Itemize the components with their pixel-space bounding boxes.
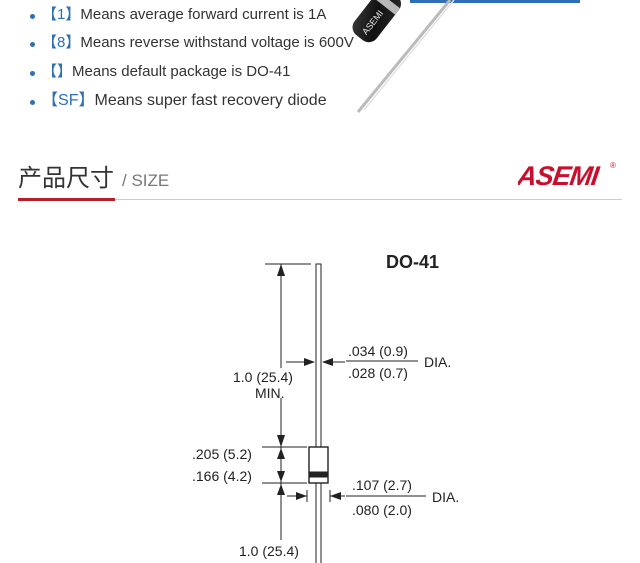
legend-bracket-close: 】 bbox=[57, 63, 73, 80]
legend-code: 8 bbox=[57, 34, 66, 51]
legend-code: SF bbox=[58, 92, 79, 109]
legend-item-voltage: 【8】Means reverse withstand voltage is 60… bbox=[30, 28, 354, 58]
legend-item-current: 【1】Means average forward current is 1A bbox=[30, 2, 354, 28]
body-dia-max: .107 (2.7) bbox=[352, 477, 412, 493]
section-subtitle: / SIZE bbox=[122, 171, 170, 190]
top-lead-length-note: MIN. bbox=[255, 385, 285, 401]
lead-top-outline bbox=[315, 263, 322, 448]
legend-item-type: 【SF】Means super fast recovery diode bbox=[30, 86, 354, 116]
bottom-lead-length: 1.0 (25.4) bbox=[239, 543, 299, 559]
photo-lead-highlight bbox=[363, 0, 455, 111]
diode-photo: ASEMI 1 8 bbox=[330, 0, 590, 115]
top-lead-length: 1.0 (25.4) bbox=[233, 369, 293, 385]
arrow-head-lead-dia-left bbox=[304, 358, 315, 366]
body-dia-min: .080 (2.0) bbox=[352, 502, 412, 518]
do41-drawing: DO-41 .034 (0.9) .028 (0.7) DIA. 1.0 (25… bbox=[192, 252, 459, 563]
legend-bracket-open: 【 bbox=[42, 6, 58, 23]
registered-mark: ® bbox=[610, 161, 616, 170]
package-title: DO-41 bbox=[386, 252, 439, 272]
lead-dia-unit: DIA. bbox=[424, 354, 451, 370]
body-length-max: .205 (5.2) bbox=[192, 446, 252, 462]
arrow-head-bottom-lead-up bbox=[277, 484, 285, 495]
diode-body-outline bbox=[308, 446, 329, 484]
cathode-band bbox=[308, 471, 329, 478]
section-title: 产品尺寸 / SIZE bbox=[18, 158, 169, 193]
legend-code: 1 bbox=[57, 6, 66, 23]
legend-text: Means average forward current is 1A bbox=[80, 6, 327, 23]
arrow-head-lead-dia-right bbox=[322, 358, 333, 366]
lead-bottom-outline bbox=[315, 482, 322, 563]
dimension-drawing: DO-41 .034 (0.9) .028 (0.7) DIA. 1.0 (25… bbox=[0, 210, 640, 563]
legend-bracket-close: 】 bbox=[65, 34, 81, 51]
diode-photo-graphic: ASEMI 1 8 bbox=[352, 0, 580, 113]
body-dia-unit: DIA. bbox=[432, 489, 459, 505]
legend-bracket-close: 】 bbox=[65, 6, 81, 23]
arrow-head-body-dia-right bbox=[330, 492, 341, 500]
arrow-head-body-down bbox=[277, 471, 285, 482]
legend-bracket-close: 】 bbox=[78, 92, 95, 109]
body-length-min: .166 (4.2) bbox=[192, 468, 252, 484]
legend-text: Means default package is DO-41 bbox=[72, 63, 291, 80]
section-title-cn: 产品尺寸 bbox=[18, 165, 114, 192]
photo-cathode-band bbox=[373, 0, 401, 15]
legend-bracket-open: 【 bbox=[42, 34, 58, 51]
photo-blue-strip bbox=[410, 0, 580, 3]
legend-text: Means reverse withstand voltage is 600V bbox=[80, 34, 354, 51]
part-number-legend: 【1】Means average forward current is 1A 【… bbox=[0, 0, 640, 120]
lead-dia-max: .034 (0.9) bbox=[348, 343, 408, 359]
size-section-header: 产品尺寸 / SIZE ASEMI ® bbox=[18, 150, 622, 202]
brand-logo-graphic: ASEMI ® bbox=[514, 160, 616, 191]
arrow-head-body-up bbox=[277, 448, 285, 459]
arrow-head-top-lead-down bbox=[277, 435, 285, 447]
legend-item-package: 【】Means default package is DO-41 bbox=[30, 58, 354, 86]
lead-dia-min: .028 (0.7) bbox=[348, 365, 408, 381]
arrow-head-top-lead-up bbox=[277, 264, 285, 276]
arrow-head-body-dia-left bbox=[296, 492, 307, 500]
legend-bracket-open: 【 bbox=[42, 63, 58, 80]
legend-bracket-open: 【 bbox=[42, 92, 59, 109]
photo-lead bbox=[356, 0, 452, 113]
photo-diode-body: ASEMI 1 8 bbox=[352, 0, 402, 43]
legend-text: Means super fast recovery diode bbox=[94, 92, 327, 109]
header-divider bbox=[18, 199, 622, 200]
brand-logo-text: ASEMI bbox=[518, 160, 602, 190]
header-accent-bar bbox=[18, 198, 115, 201]
brand-logo: ASEMI ® bbox=[514, 158, 618, 191]
legend-list: 【1】Means average forward current is 1A 【… bbox=[30, 2, 354, 116]
